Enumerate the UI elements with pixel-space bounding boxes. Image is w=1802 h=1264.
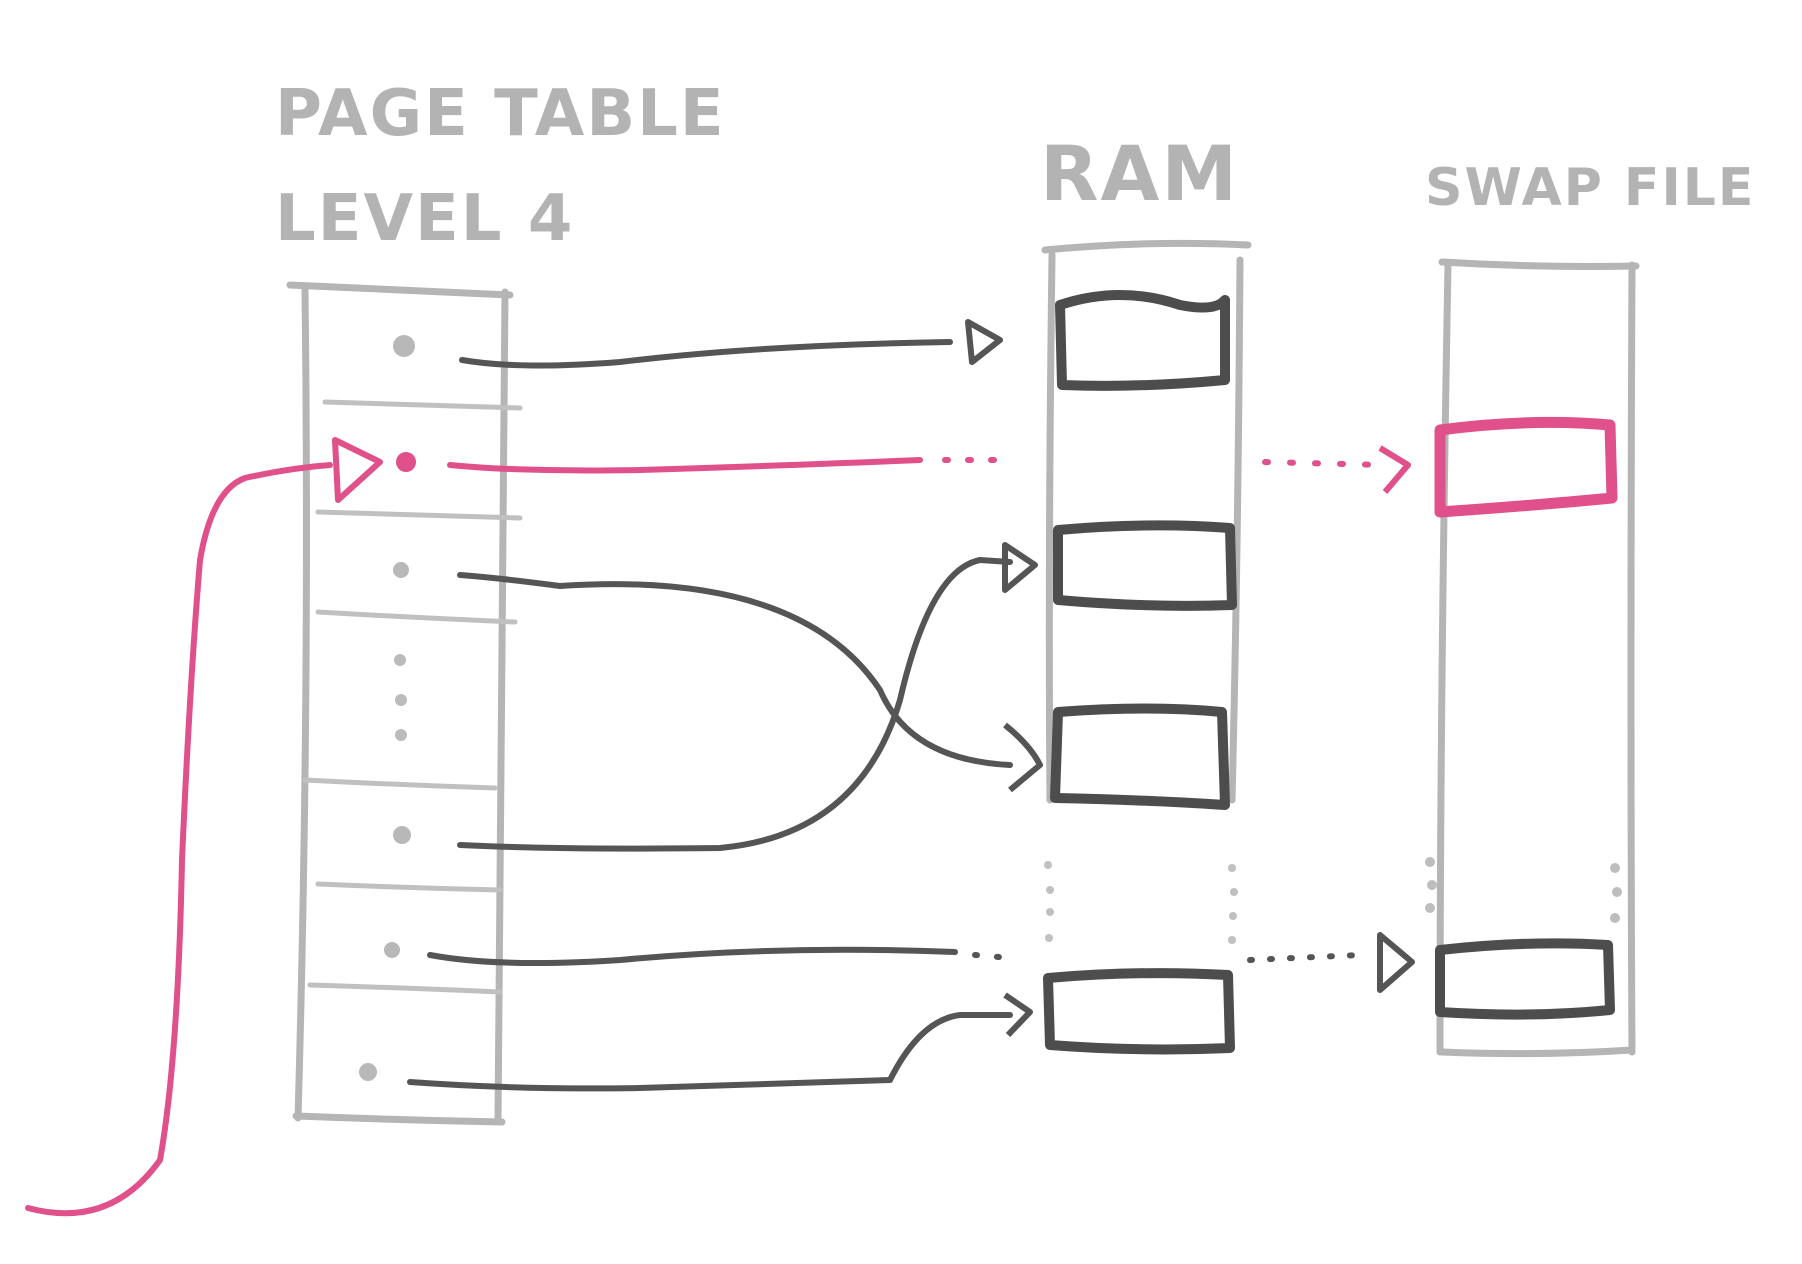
arrow-head [1003,992,1033,1038]
arrow-entry7-to-frame4 [407,1012,1013,1092]
arrow-head [1002,542,1038,593]
arrow-entry6-to-swap [427,946,958,967]
ellipsis-dot [395,694,407,706]
entry-dot-highlighted [396,452,416,472]
mapping-arrows [25,319,1415,1217]
swap-slot-highlighted [1434,416,1618,518]
arrow-entry3-to-frame3 [457,572,1013,768]
ram-column [1041,239,1252,944]
arrow-entry1-to-frame1 [459,339,953,369]
ellipsis-dot [394,654,406,666]
arrow-head [1378,445,1411,494]
ram-frame-3 [1050,703,1230,810]
page-table-column [286,281,523,1126]
ram-frame-4 [1043,968,1235,1055]
page-table-entries [359,335,416,1081]
incoming-lookup-arrow [25,462,333,1217]
page-table-title-line1: PAGE TABLE [275,77,726,151]
arrow-entry5-to-frame2 [457,557,1013,852]
entry-dot [359,1063,377,1081]
ram-frame-1 [1055,290,1230,391]
entry-dot [384,942,400,958]
swap-file-title: SWAP FILE [1425,158,1755,218]
ram-title: RAM [1040,129,1239,218]
swap-slot [1435,938,1615,1020]
page-table-title-line2: LEVEL 4 [275,182,574,256]
swap-file-column [1425,258,1640,1058]
entry-dot [393,826,411,844]
ellipsis-dot [395,729,407,741]
highlight-arrow-entry2-to-swap [447,457,923,474]
ram-frames [1043,290,1237,1055]
ram-frame-2 [1053,520,1237,611]
entry-dot [393,562,409,578]
entry-dot [393,335,415,357]
arrow-head [1377,932,1415,993]
arrow-head [1003,722,1043,793]
arrow-head [965,319,1003,365]
arrow-head [332,437,383,503]
